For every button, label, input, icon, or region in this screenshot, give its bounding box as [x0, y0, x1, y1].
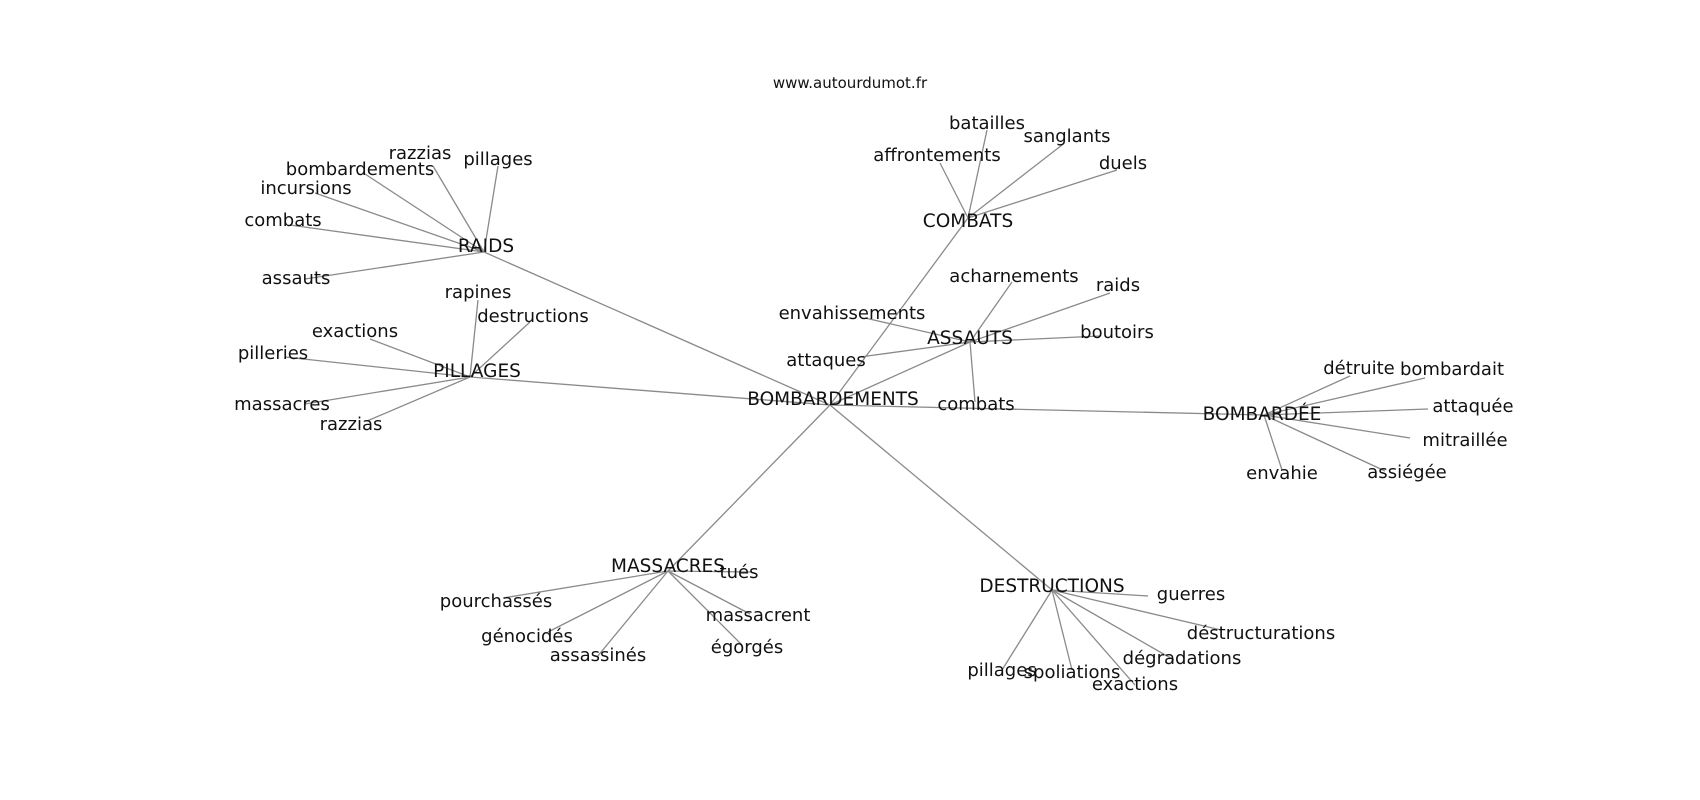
edge-center-pillages [469, 376, 831, 406]
word-node-exactions[interactable]: exactions [1092, 674, 1178, 695]
word-node-massacres[interactable]: massacres [234, 394, 330, 415]
hub-node-destructions[interactable]: DESTRUCTIONS [979, 576, 1124, 597]
edge-destructions-destructurations [1051, 589, 1222, 631]
word-node-envahissements[interactable]: envahissements [779, 303, 926, 324]
word-node-incursions[interactable]: incursions [260, 178, 351, 199]
word-node-affrontements[interactable]: affrontements [873, 145, 1000, 166]
edge-bombardee-bombardait [1263, 377, 1426, 416]
edge-bombardee-assiegee [1263, 414, 1386, 472]
hub-node-pillages[interactable]: PILLAGES [433, 361, 521, 382]
edge-pillages-destructions [469, 321, 531, 378]
word-node-assiegee[interactable]: assiégée [1367, 462, 1446, 483]
word-node-attaquee[interactable]: attaquée [1432, 396, 1513, 417]
edge-destructions-degradations [1051, 589, 1175, 661]
edge-pillages-massacres [304, 376, 471, 405]
edge-raids-razzias [432, 165, 485, 253]
word-node-raids[interactable]: raids [1096, 275, 1140, 296]
edge-destructions-spoliations [1051, 589, 1073, 671]
edge-center-raids [483, 251, 831, 406]
word-node-acharnements[interactable]: acharnements [949, 266, 1078, 287]
word-node-combats[interactable]: combats [244, 210, 321, 231]
word-node-pourchasses[interactable]: pourchassés [440, 591, 552, 612]
word-node-degradations[interactable]: dégradations [1123, 648, 1242, 669]
edge-raids-bombardements [364, 173, 485, 253]
edge-assauts-attaques [859, 341, 971, 358]
word-node-spoliations[interactable]: spoliations [1024, 662, 1121, 683]
edge-combats-sanglants [967, 144, 1063, 219]
labels-layer: BOMBARDEMENTS RAIDS razzias pillages bombard… [234, 113, 1513, 695]
edge-combats-batailles [967, 129, 988, 219]
word-node-pilleries[interactable]: pilleries [238, 343, 308, 364]
word-node-batailles[interactable]: batailles [949, 113, 1025, 134]
word-node-rapines[interactable]: rapines [445, 282, 512, 303]
edge-massacres-massacrent [667, 570, 751, 615]
edge-pillages-exactions [369, 338, 471, 378]
edge-assauts-acharnements [969, 281, 1013, 343]
word-node-mitraillee[interactable]: mitraillée [1422, 430, 1507, 451]
word-node-detruite[interactable]: détruite [1323, 358, 1395, 379]
center-node-bombardements[interactable]: BOMBARDEMENTS [747, 389, 919, 410]
edge-center-massacres [667, 404, 831, 572]
hub-node-combats[interactable]: COMBATS [923, 211, 1013, 232]
word-node-razzias[interactable]: razzias [389, 143, 452, 164]
edge-raids-combats [289, 224, 485, 253]
word-node-massacrent[interactable]: massacrent [706, 605, 811, 626]
edge-massacres-tues [667, 570, 753, 573]
word-node-razzias[interactable]: razzias [320, 414, 383, 435]
word-node-assauts[interactable]: assauts [262, 268, 331, 289]
word-node-exactions[interactable]: exactions [312, 321, 398, 342]
edge-bombardee-attaquee [1263, 408, 1429, 416]
edge-raids-pillages [483, 165, 499, 253]
edge-pillages-pilleries [284, 356, 471, 378]
word-node-genocides[interactable]: génocidés [481, 626, 573, 647]
edge-massacres-assassines [596, 570, 669, 658]
word-node-attaques[interactable]: attaques [786, 350, 865, 371]
word-node-bombardait[interactable]: bombardait [1400, 359, 1504, 380]
edge-raids-incursions [314, 192, 485, 253]
edge-assauts-combats [969, 341, 976, 403]
edge-pillages-razzias [366, 376, 471, 422]
edge-center-bombardee [829, 404, 1265, 416]
edge-massacres-egorges [667, 570, 743, 646]
edge-destructions-exactions [1051, 589, 1136, 686]
edge-bombardee-mitraillee [1263, 414, 1411, 439]
word-node-envahie[interactable]: envahie [1246, 463, 1318, 484]
word-node-boutoirs[interactable]: boutoirs [1080, 322, 1154, 343]
edge-massacres-genocides [547, 570, 669, 633]
word-node-combats[interactable]: combats [937, 394, 1014, 415]
edge-assauts-raids [969, 292, 1111, 343]
site-url: www.autourdumot.fr [772, 74, 928, 92]
edge-raids-assauts [304, 251, 485, 280]
edge-bombardee-envahie [1263, 414, 1283, 471]
hub-node-massacres[interactable]: MASSACRES [611, 556, 725, 577]
edge-center-assauts [829, 341, 971, 406]
word-node-pillages[interactable]: pillages [967, 660, 1036, 681]
edges-layer [284, 129, 1429, 686]
hub-node-bombardee[interactable]: BOMBARDÉE [1203, 403, 1322, 425]
edge-destructions-pillages [1001, 589, 1053, 671]
edge-massacres-pourchasses [502, 570, 669, 599]
edge-combats-duels [967, 169, 1118, 219]
word-node-pillages[interactable]: pillages [463, 149, 532, 170]
edge-assauts-envahissements [864, 317, 971, 343]
word-node-egorges[interactable]: égorgés [711, 637, 783, 658]
edge-destructions-guerres [1051, 589, 1149, 597]
word-node-destructurations[interactable]: déstructurations [1187, 623, 1335, 644]
edge-bombardee-detruite [1263, 375, 1351, 416]
word-node-duels[interactable]: duels [1099, 153, 1147, 174]
edge-assauts-boutoirs [969, 335, 1101, 343]
word-node-sanglants[interactable]: sanglants [1023, 126, 1110, 147]
edge-combats-affrontements [939, 162, 969, 219]
hub-node-assauts[interactable]: ASSAUTS [927, 328, 1013, 349]
edge-pillages-rapines [469, 299, 479, 378]
word-node-destructions[interactable]: destructions [477, 306, 589, 327]
word-node-guerres[interactable]: guerres [1157, 584, 1225, 605]
word-node-tues[interactable]: tués [720, 562, 759, 583]
hub-node-raids[interactable]: RAIDS [458, 236, 514, 257]
edge-center-combats [829, 217, 969, 406]
word-node-assassines[interactable]: assassinés [550, 645, 646, 666]
edge-center-destructions [829, 404, 1053, 591]
word-node-bombardements[interactable]: bombardements [286, 159, 434, 180]
